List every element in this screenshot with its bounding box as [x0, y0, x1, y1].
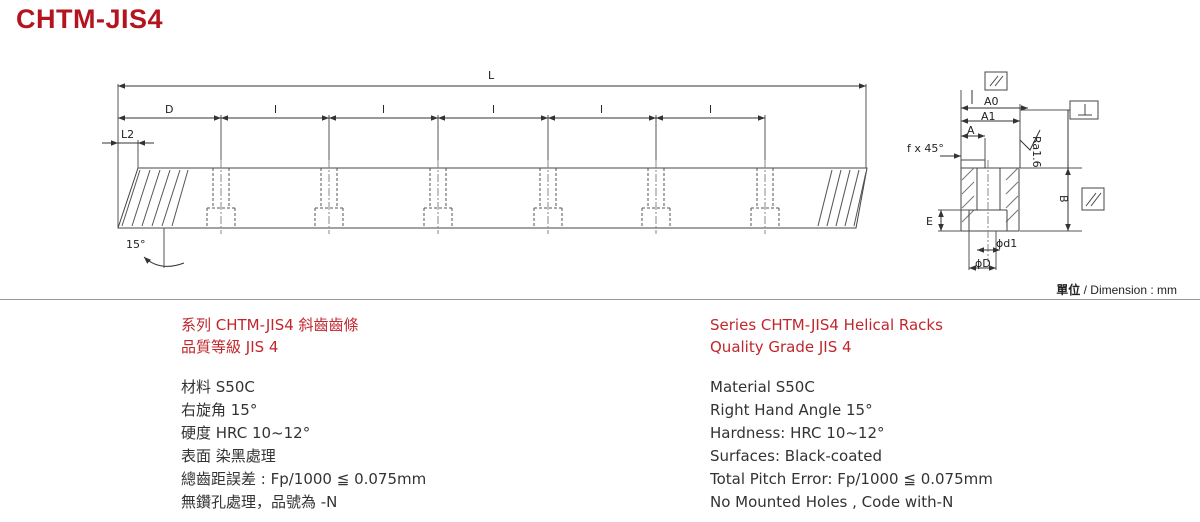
surface-finish-symbol [1019, 129, 1041, 151]
teeth-hatch-right [817, 169, 867, 227]
dim-a: A [967, 124, 975, 137]
spec-zh-pitch-error: 總齒距誤差 : Fp/1000 ≦ 0.075mm [181, 470, 427, 488]
dim-chamfer: f x 45° [907, 142, 944, 155]
rack-front-view [102, 83, 868, 268]
spec-en-angle: Right Hand Angle 15° [710, 401, 873, 419]
spec-zh-material: 材料 S50C [181, 378, 255, 396]
spec-column-zh: 系列 CHTM-JIS4 斜齒齒條 品質等級 JIS 4 材料 S50C 右旋角… [181, 314, 426, 514]
dim-dd: ϕD [975, 257, 991, 270]
rack-side-view [938, 71, 1105, 271]
dim-pitch-5: l [709, 103, 712, 116]
teeth-hatch-left [121, 169, 189, 227]
spec-en-holes: No Mounted Holes , Code with-N [710, 493, 954, 511]
spec-zh-angle: 右旋角 15° [181, 401, 258, 419]
unit-note-en: / Dimension : mm [1083, 283, 1177, 297]
rack-outline [117, 167, 868, 229]
side-view-labels: A0 A1 A f x 45° Ra1.6 B E ϕd1 ϕD [907, 95, 1070, 270]
unit-note-zh: 單位 [1056, 283, 1081, 297]
dim-a1: A1 [981, 110, 996, 123]
side-hatch [961, 167, 1019, 223]
dim-l2: L2 [121, 128, 134, 141]
dim-pitch-1: l [274, 103, 277, 116]
spec-zh-hardness: 硬度 HRC 10~12° [181, 424, 311, 442]
spec-en-surface: Surfaces: Black-coated [710, 447, 883, 465]
spec-zh-surface: 表面 染黑處理 [181, 447, 276, 465]
spec-en-hardness: Hardness: HRC 10~12° [710, 424, 885, 442]
spec-zh-holes: 無鑽孔處理，品號為 -N [181, 493, 338, 511]
dim-pitch-4: l [600, 103, 603, 116]
spec-column-en: Series CHTM-JIS4 Helical Racks Quality G… [710, 314, 993, 514]
side-tooth-top [960, 159, 986, 168]
front-view-labels: L D l l l l l L2 15° [121, 69, 712, 251]
parallelism-box-top [984, 71, 1008, 91]
dim-angle: 15° [126, 238, 146, 251]
dim-pitch-2: l [382, 103, 385, 116]
dim-e: E [926, 215, 933, 228]
grade-en: Quality Grade JIS 4 [710, 338, 852, 356]
dim-l-total: L [488, 69, 495, 82]
mounting-holes [206, 168, 780, 228]
technical-drawing: L D l l l l l L2 15° [102, 69, 1105, 271]
page-title: CHTM-JIS4 [16, 4, 164, 34]
unit-note: 單位 / Dimension : mm [1056, 281, 1177, 298]
spec-en-material: Material S50C [710, 378, 815, 396]
grade-zh: 品質等級 JIS 4 [181, 338, 279, 356]
spec-en-pitch-error: Total Pitch Error: Fp/1000 ≦ 0.075mm [710, 470, 993, 488]
hole-centerlines [220, 160, 766, 234]
series-en: Series CHTM-JIS4 Helical Racks [710, 316, 943, 334]
parallelism-box-side [1081, 187, 1105, 211]
dim-d: D [165, 103, 173, 116]
dim-ra: Ra1.6 [1030, 136, 1043, 168]
side-body [960, 167, 1020, 232]
extension-lines [117, 84, 867, 268]
dim-b: B [1057, 195, 1070, 203]
dim-d1: ϕd1 [996, 237, 1017, 250]
perpendicularity-box [1069, 100, 1099, 120]
dim-a0: A0 [984, 95, 999, 108]
dim-pitch-3: l [492, 103, 495, 116]
dimension-lines [102, 83, 866, 267]
series-zh: 系列 CHTM-JIS4 斜齒齒條 [181, 316, 359, 334]
divider [0, 299, 1200, 300]
